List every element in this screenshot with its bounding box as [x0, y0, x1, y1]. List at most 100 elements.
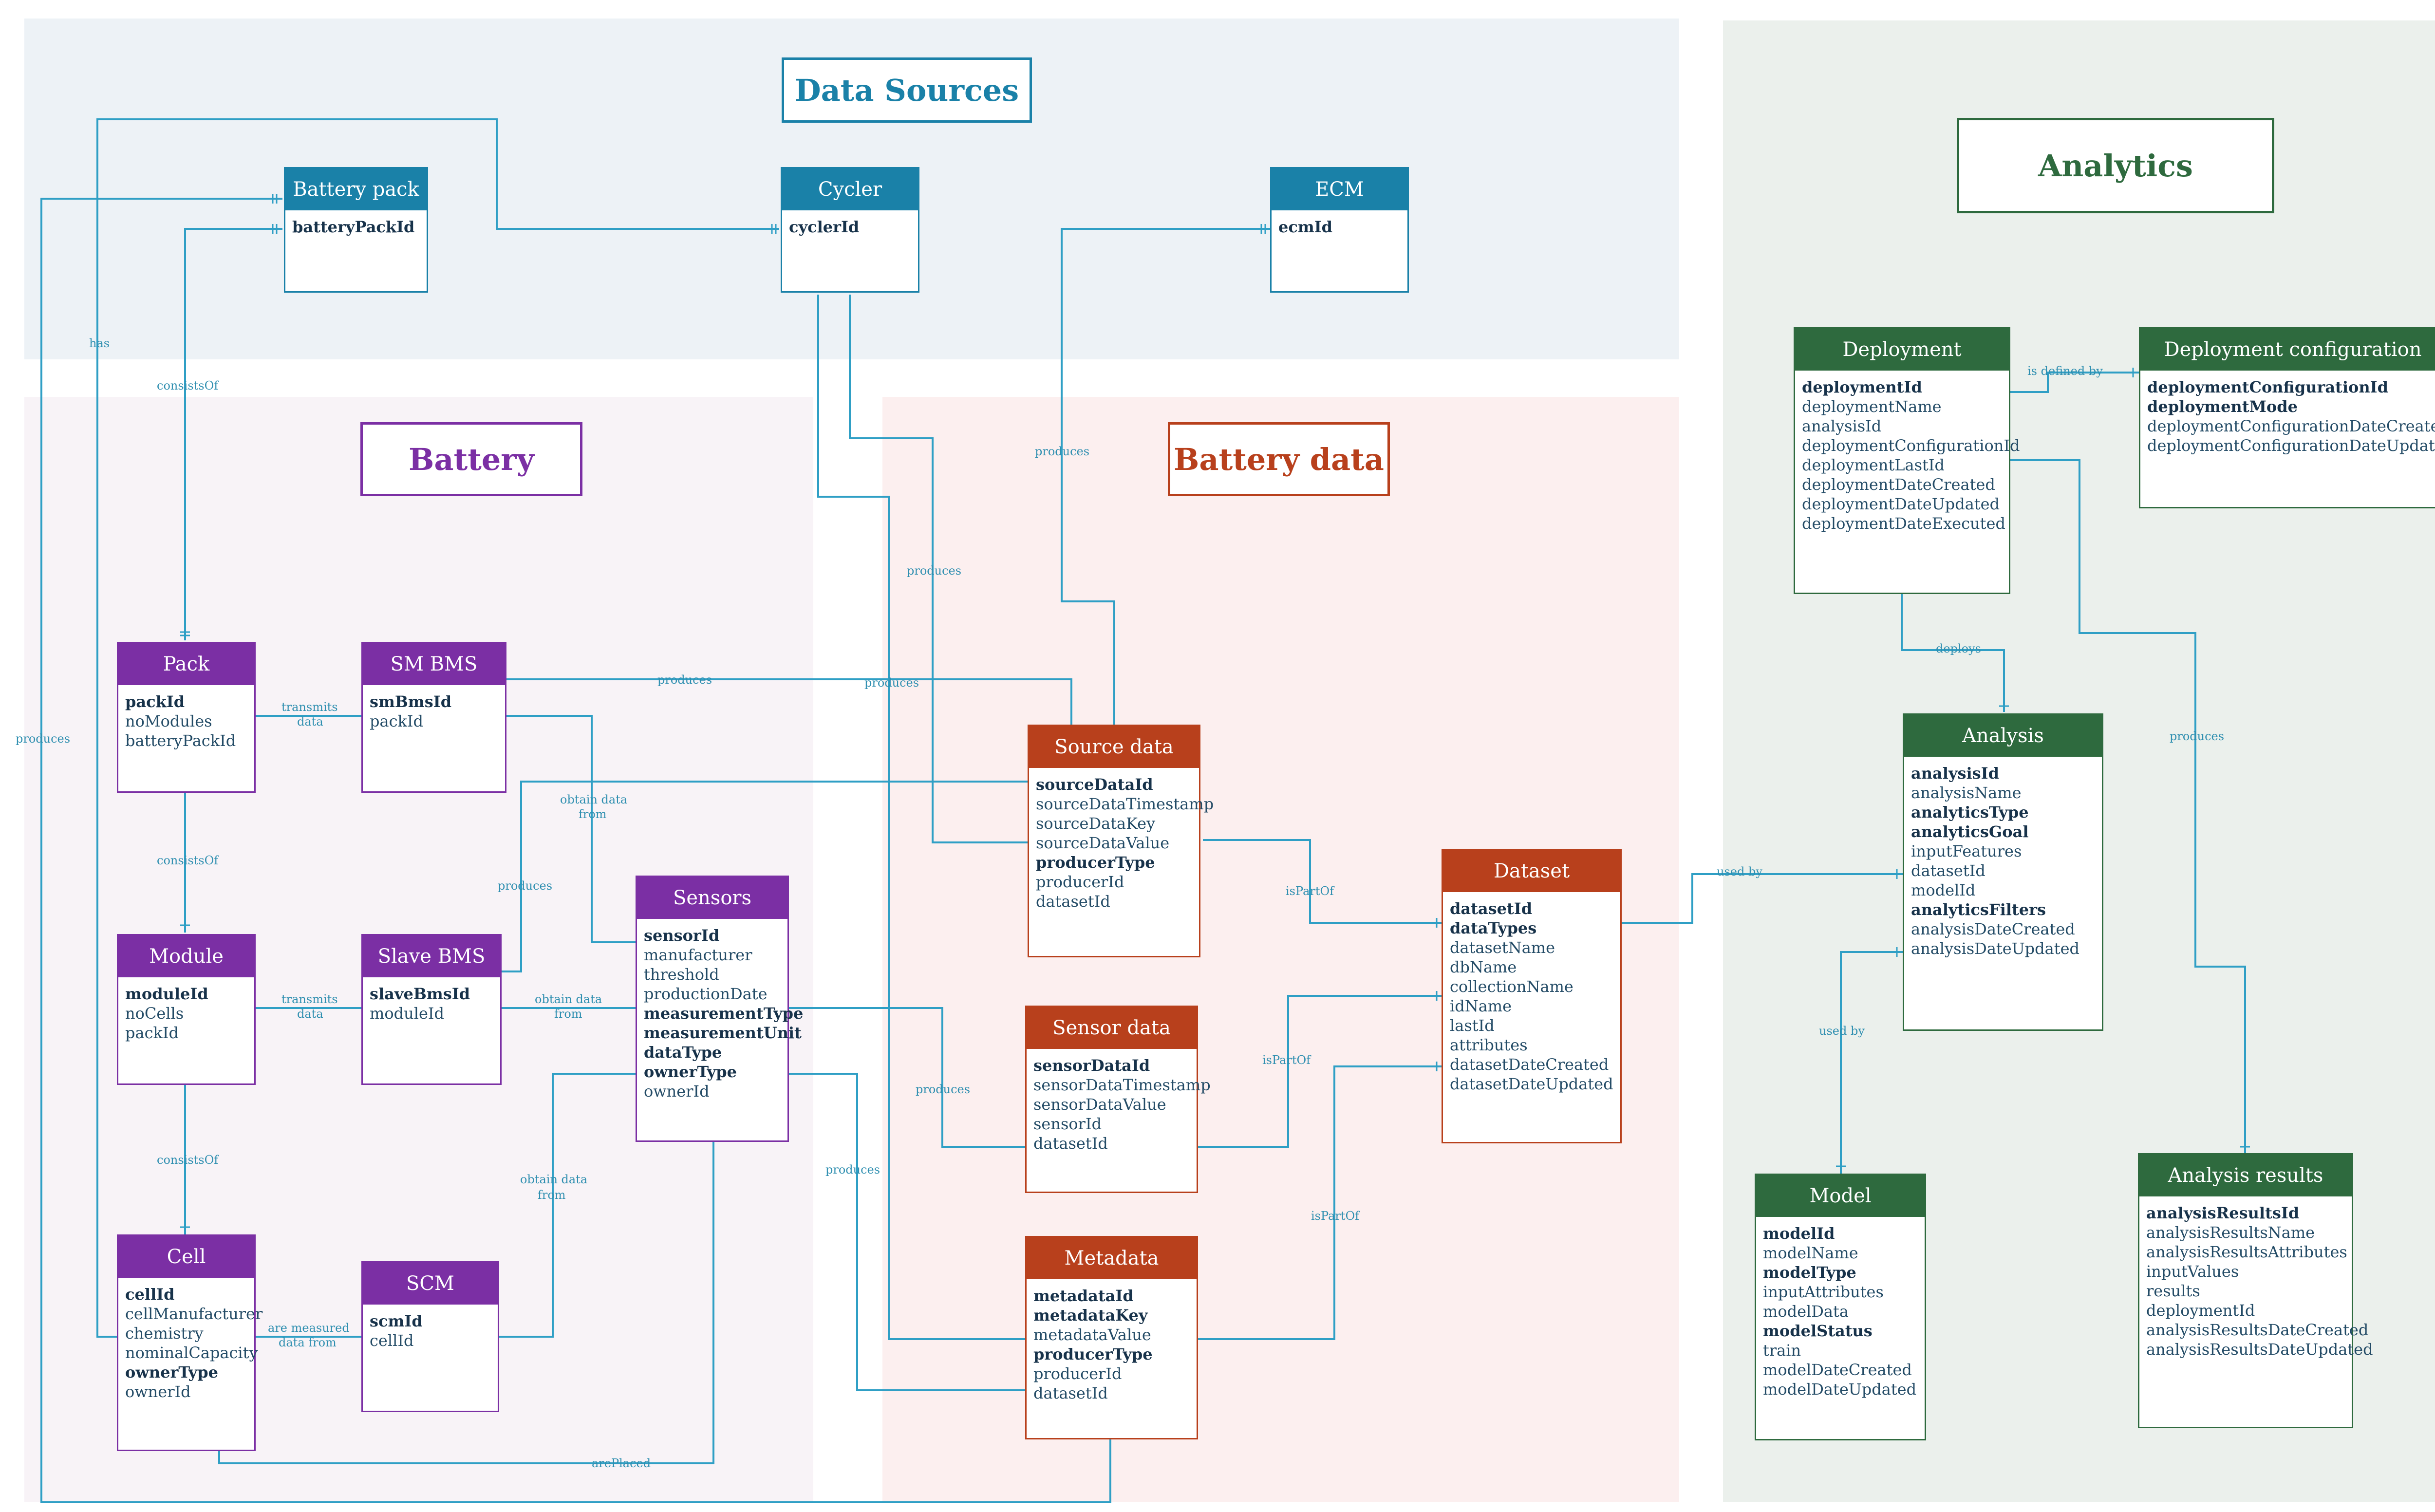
rel-label-usedby-2: used by [1819, 1024, 1865, 1038]
rel-line-sensordata-dataset [1198, 995, 1442, 1148]
rel-label-obtain-3a: obtain data [520, 1173, 587, 1186]
attribute: deploymentName [1802, 397, 1942, 416]
rel-line-dataset-analysis [1622, 873, 1903, 924]
rel-label-usedby-1: used by [1717, 865, 1762, 878]
rel-label-produces-cycler-1: produces [907, 564, 961, 578]
entity-title: SM BMS [363, 643, 505, 685]
attribute: sourceDataKey [1036, 814, 1156, 833]
key-attribute: ownerType [125, 1363, 218, 1381]
rel-line-batterypack-pack [184, 228, 282, 640]
attribute: modelId [1911, 881, 1976, 899]
rel-label-consistsof-2: consistsOf [157, 854, 219, 867]
attribute: noModules [125, 712, 212, 730]
entity-title: SCM [363, 1263, 498, 1305]
attribute: modelName [1763, 1244, 1858, 1262]
rel-label-obtain-1a: obtain data [560, 793, 627, 806]
rel-label-ispartof-3: isPartOf [1311, 1209, 1360, 1223]
rel-label-measured-a: are measured [268, 1321, 350, 1335]
rel-label-ispartof-1: isPartOf [1286, 884, 1335, 898]
rel-label-obtain-2a: obtain data [535, 992, 602, 1006]
attribute: datasetId [1036, 892, 1110, 911]
attribute: deploymentConfigurationId [1802, 436, 2020, 455]
attribute: analysisId [1802, 417, 1882, 435]
attribute: deploymentConfigurationDateUpdated [2147, 436, 2435, 455]
attribute: lastId [1450, 1016, 1495, 1035]
attribute: sensorId [1033, 1115, 1102, 1133]
battery-title: Battery [360, 422, 582, 496]
attribute: attributes [1450, 1036, 1528, 1054]
rel-label-obtain-2b: from [554, 1007, 582, 1021]
attribute: deploymentDateExecuted [1802, 514, 2005, 533]
key-attribute: packId [125, 692, 185, 711]
attribute: producerId [1036, 873, 1124, 891]
rel-line-smbms-sourcedata [506, 678, 1072, 725]
attribute: ownerId [644, 1082, 710, 1101]
entity-title: Cell [118, 1236, 254, 1278]
attribute: inputAttributes [1763, 1283, 1884, 1301]
key-attribute: modelId [1763, 1224, 1835, 1243]
rel-line-slavebms-sourcedata [502, 781, 1028, 972]
attribute: cellManufacturer [125, 1305, 263, 1323]
attribute: sourceDataValue [1036, 834, 1170, 852]
entity-attributes: cyclerId [782, 210, 918, 237]
entity-title: Model [1756, 1175, 1925, 1217]
entity-title: Deployment configuration [2140, 329, 2435, 371]
attribute: threshold [644, 965, 719, 984]
attribute: cellId [370, 1331, 414, 1350]
attribute: deploymentDateUpdated [1802, 495, 2000, 513]
attribute: datasetId [1911, 861, 1985, 880]
key-attribute: smBmsId [370, 692, 452, 711]
attribute: manufacturer [644, 946, 752, 964]
key-attribute: metadataKey [1033, 1306, 1148, 1325]
entity-title: Slave BMS [363, 935, 500, 977]
entity-title: Battery pack [285, 168, 427, 210]
attribute: analysisDateUpdated [1911, 939, 2079, 958]
attribute: datasetDateCreated [1450, 1055, 1609, 1074]
key-attribute: datasetId [1450, 899, 1533, 918]
rel-label-isdefinedby: is defined by [2027, 364, 2103, 378]
attribute: results [2146, 1282, 2200, 1300]
attribute: chemistry [125, 1324, 204, 1343]
rel-label-deploys: deploys [1936, 642, 1981, 655]
attribute: idName [1450, 997, 1512, 1015]
rel-label-transmits-1b: data [297, 715, 323, 728]
rel-label-produces-sensors-1: produces [916, 1083, 970, 1096]
rel-label-has: has [89, 336, 110, 350]
attribute: batteryPackId [125, 731, 236, 750]
key-attribute: producerType [1036, 853, 1155, 872]
rel-label-transmits-1a: transmits [281, 700, 338, 714]
rel-line-cycler-loop [96, 118, 779, 230]
rel-label-produces-deployment: produces [2170, 729, 2224, 743]
rel-line-batterypack-metadata [40, 198, 1111, 1503]
key-attribute: measurementUnit [644, 1024, 802, 1042]
key-attribute: metadataId [1033, 1287, 1134, 1305]
rel-label-produces-smbms: produces [657, 673, 712, 687]
entity-title: Analysis [1904, 715, 2102, 757]
